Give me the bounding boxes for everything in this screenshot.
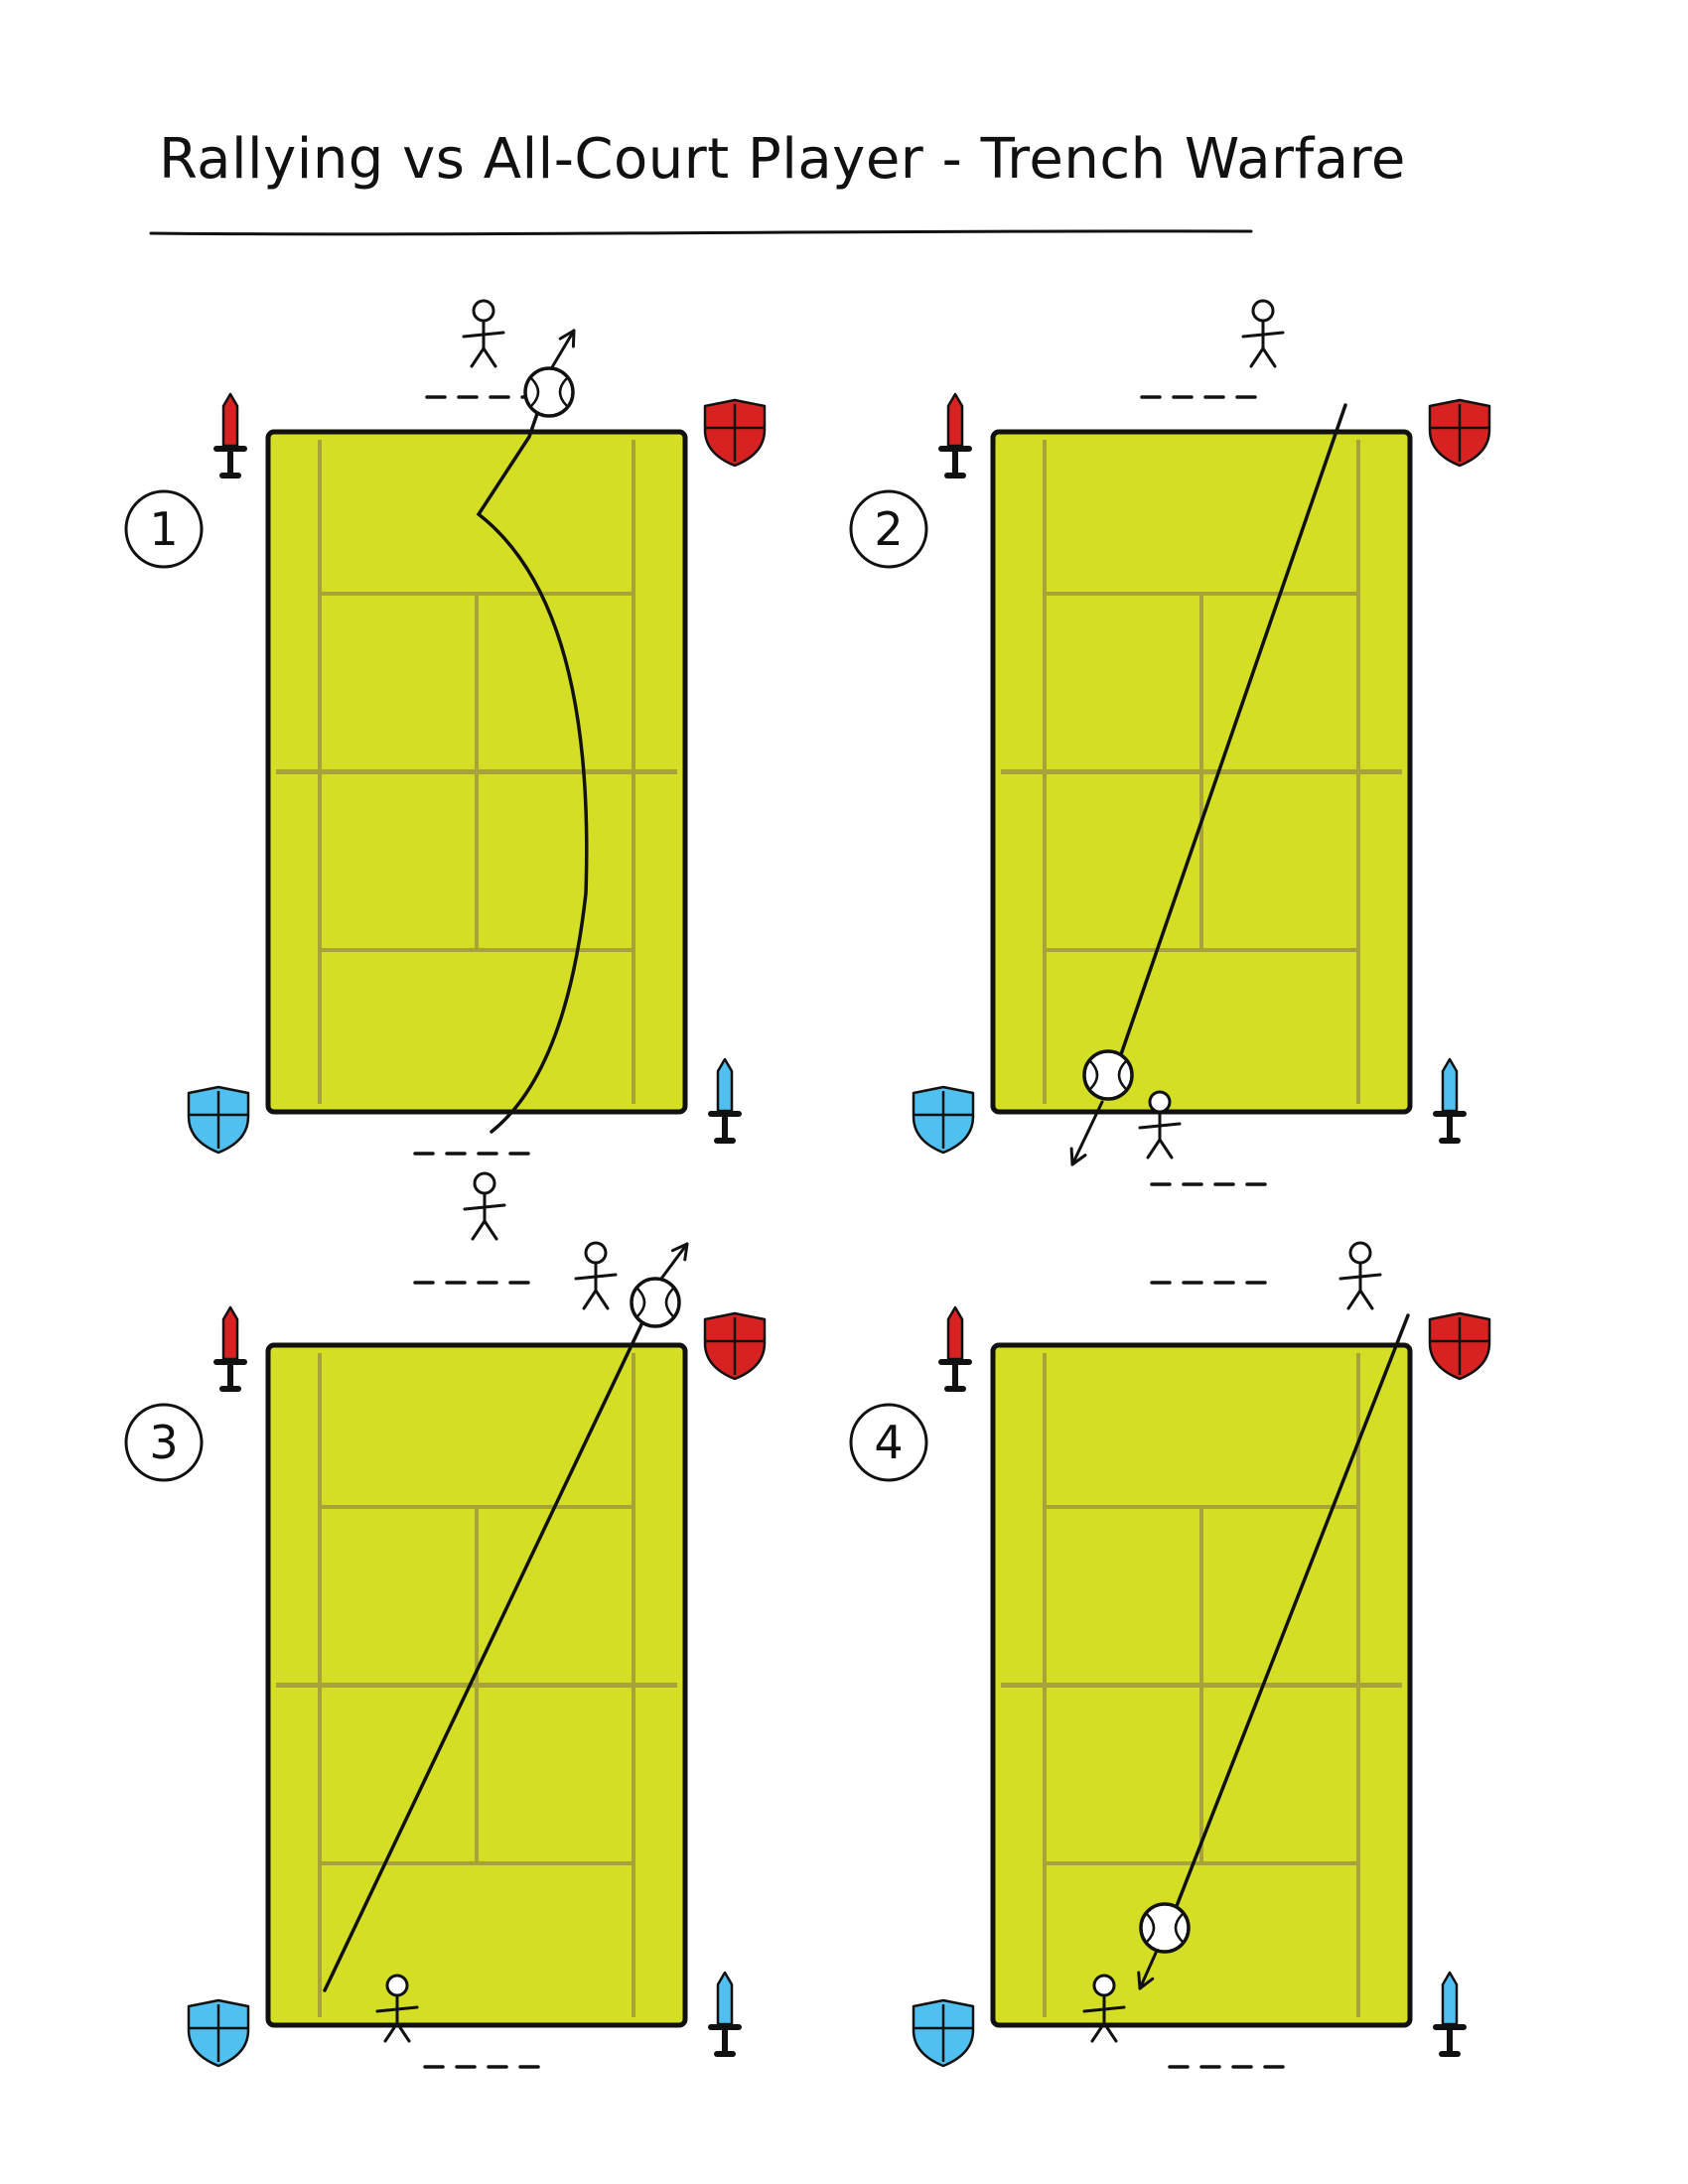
blue-sword-icon [708, 1057, 742, 1144]
tennis-court [990, 1342, 1413, 2028]
ball-direction-arrow [1137, 1949, 1159, 1990]
red-shield-icon [1428, 1311, 1491, 1381]
red-shield-icon [1428, 398, 1491, 468]
bottom-player-icon [1082, 1974, 1126, 2043]
blue-shield-icon [912, 1998, 975, 2068]
step-number-label: 1 [149, 502, 178, 556]
bottom-player-icon [1138, 1090, 1182, 1160]
step-badge: 3 [124, 1403, 204, 1482]
blue-shield-icon [187, 1998, 250, 2068]
ball-direction-arrow [1069, 1100, 1104, 1166]
ball-trajectory [1173, 1313, 1410, 1913]
diagram-panel-3: 3 [124, 1305, 767, 2068]
step-badge: 4 [849, 1403, 928, 1482]
ball-trajectory [323, 1318, 645, 1992]
blue-sword-icon [1433, 1057, 1467, 1144]
diagram-panel-1: 1 [124, 392, 767, 1155]
panel-4-play [1082, 1241, 1410, 2069]
tennis-ball-icon [1082, 1049, 1134, 1101]
red-sword-icon [213, 1305, 247, 1392]
panel-1-play [413, 299, 589, 1241]
title-underline [149, 229, 1253, 236]
blue-shield-icon [187, 1085, 250, 1155]
tennis-court [265, 429, 688, 1115]
red-sword-icon [938, 1305, 972, 1392]
panel-2-play [1069, 299, 1347, 1186]
step-number-label: 2 [874, 502, 903, 556]
tennis-ball-icon [1139, 1902, 1191, 1954]
page-title: Rallying vs All-Court Player - Trench Wa… [159, 127, 1406, 192]
ball-direction-arrow [656, 1242, 689, 1285]
blue-shield-icon [912, 1085, 975, 1155]
top-player-icon [574, 1241, 618, 1310]
tennis-ball-icon [630, 1277, 681, 1328]
bottom-player-icon [463, 1171, 506, 1241]
ball-trajectory [476, 400, 589, 1134]
diagram-panel-2: 2 [849, 392, 1491, 1155]
ball-direction-arrow [547, 329, 576, 374]
ball-trajectory [1118, 403, 1347, 1059]
red-sword-icon [938, 392, 972, 478]
red-sword-icon [213, 392, 247, 478]
tennis-court [265, 1342, 688, 2028]
top-player-icon [462, 299, 505, 368]
red-shield-icon [703, 398, 767, 468]
top-player-icon [1241, 299, 1285, 368]
panel-3-play [323, 1241, 689, 2069]
tennis-court [990, 429, 1413, 1115]
bottom-player-icon [375, 1974, 419, 2043]
top-player-icon [1338, 1241, 1382, 1310]
step-number-label: 4 [874, 1416, 903, 1469]
blue-sword-icon [708, 1971, 742, 2057]
diagram-panel-4: 4 [849, 1305, 1491, 2068]
tennis-ball-icon [523, 366, 575, 418]
step-badge: 2 [849, 489, 928, 569]
red-shield-icon [703, 1311, 767, 1381]
step-badge: 1 [124, 489, 204, 569]
step-number-label: 3 [149, 1416, 178, 1469]
blue-sword-icon [1433, 1971, 1467, 2057]
